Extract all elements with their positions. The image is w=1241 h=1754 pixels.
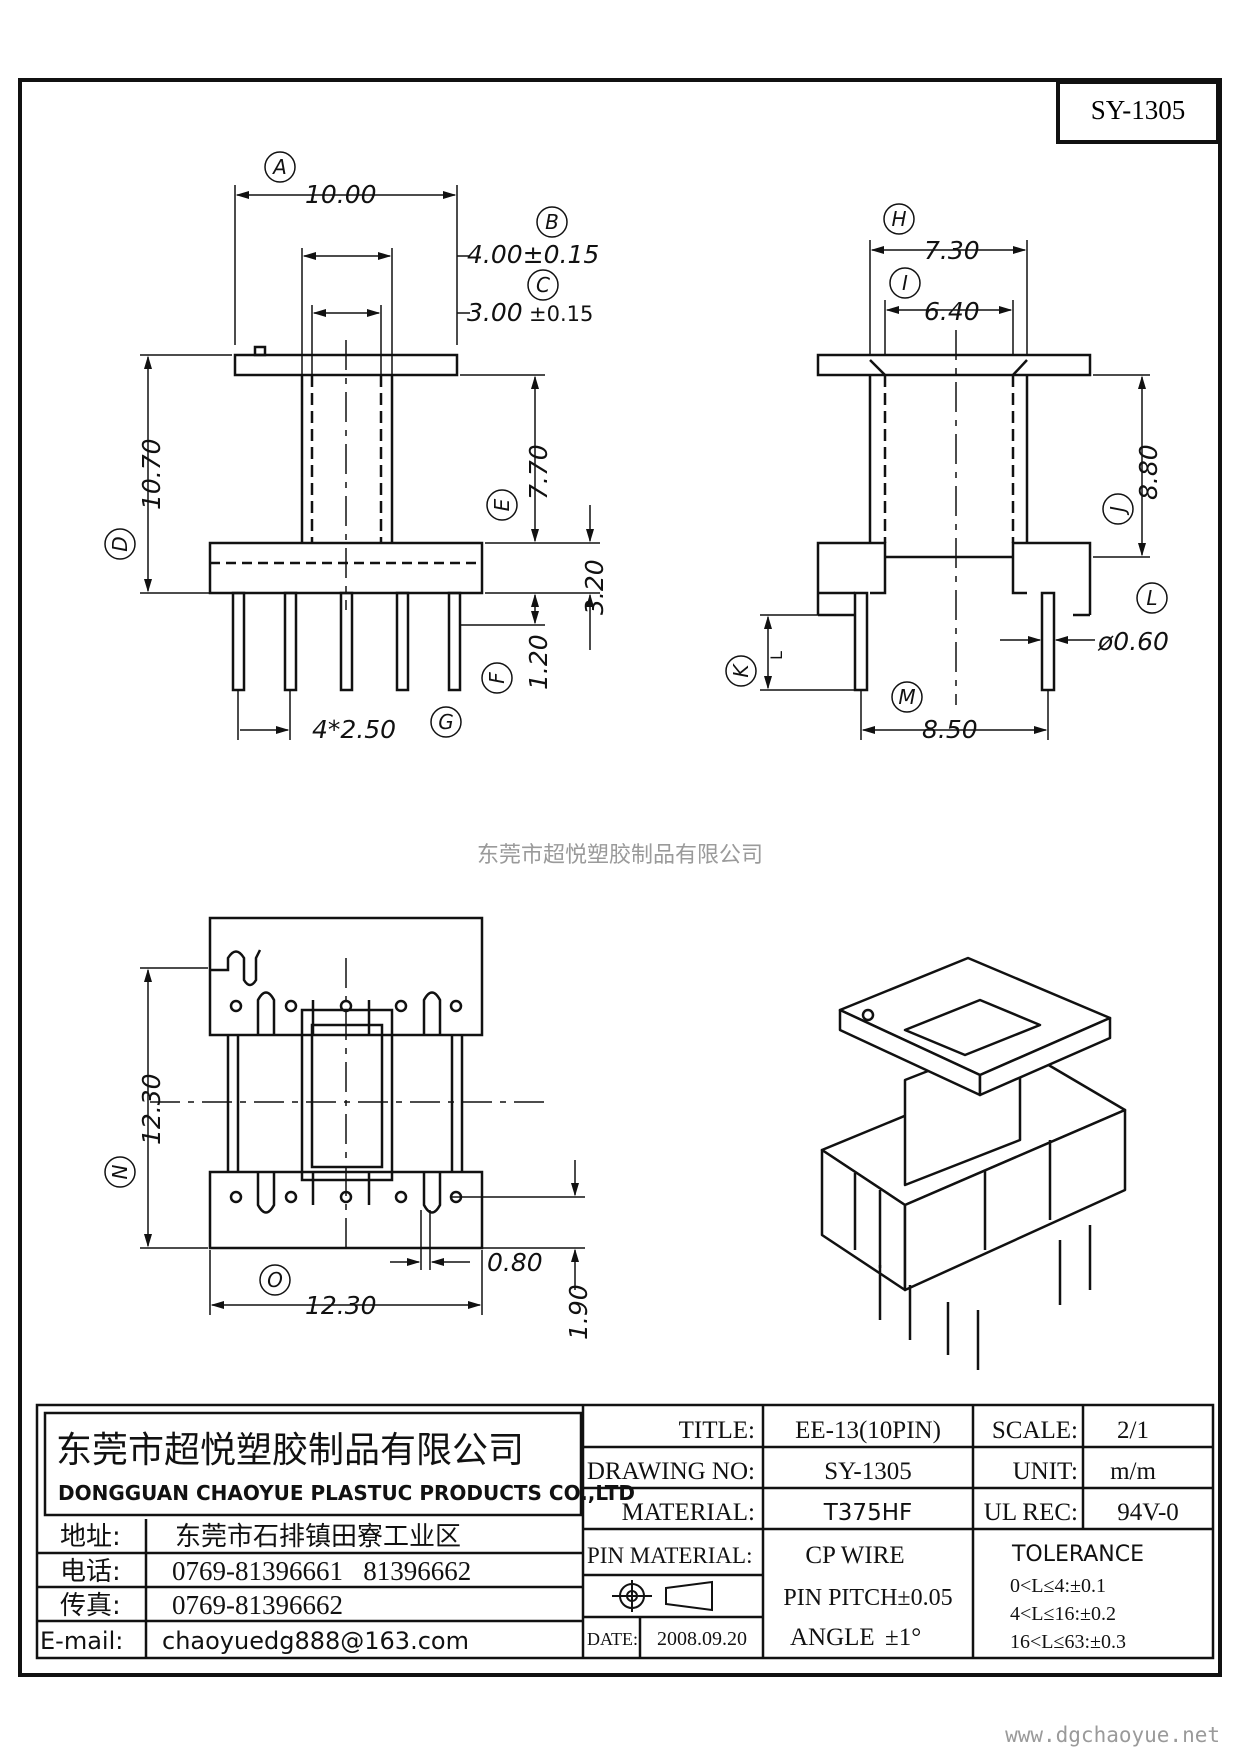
drawing-code: SY-1305: [1091, 95, 1186, 125]
dim-l-value: ø0.60: [1097, 627, 1169, 656]
dim-n-value: 12.30: [137, 1073, 166, 1145]
tol-2: 4<L≤16:±0.2: [1010, 1603, 1116, 1625]
callout-f: F: [485, 672, 509, 684]
code-box: [1056, 80, 1220, 144]
tolerance-label: TOLERANCE: [1011, 1542, 1144, 1567]
callout-h: H: [891, 207, 906, 231]
side-callouts: [725, 203, 1168, 713]
company-en: DONGGUAN CHAOYUE PLASTUC PRODUCTS CO.,LT…: [58, 1481, 635, 1505]
callout-g: G: [438, 710, 454, 734]
side-dim-texts: 7.30 6.40 ø0.60 8.50 8.80 L: [767, 236, 1169, 744]
front-callouts: [104, 151, 568, 738]
date-label: DATE:: [587, 1629, 638, 1649]
bottom-callouts: [104, 1156, 291, 1296]
phone-value: 0769-81396661 81396662: [172, 1556, 471, 1586]
angle-value: ±1°: [885, 1624, 921, 1651]
title-value: EE-13(10PIN): [795, 1417, 941, 1444]
dim-190-value: 1.90: [564, 1284, 593, 1340]
dim-b-value: 4.00±0.15: [467, 240, 599, 269]
scale-label: SCALE:: [992, 1417, 1078, 1444]
title-label: TITLE:: [679, 1417, 755, 1444]
pin-pitch: PIN PITCH±0.05: [783, 1585, 952, 1611]
callout-m: M: [898, 685, 915, 709]
material-value: T375HF: [823, 1500, 912, 1526]
email-value: chaoyuedg888@163.com: [162, 1627, 469, 1655]
ul-value: 94V-0: [1117, 1499, 1179, 1526]
dim-m-value: 8.50: [922, 715, 978, 744]
callout-d: D: [108, 536, 132, 551]
callout-e: E: [490, 498, 514, 511]
drawing-no-value: SY-1305: [824, 1458, 912, 1485]
bottom-dim-texts: 12.30 12.30 0.80 1.90: [137, 1073, 593, 1340]
dim-32-value: 3.20: [580, 559, 609, 615]
dim-h-value: 7.30: [924, 236, 980, 265]
dim-k-small: L: [767, 651, 786, 660]
drawing-no-label: DRAWING NO:: [587, 1458, 755, 1485]
callout-b: B: [545, 210, 559, 234]
angle-label: ANGLE: [790, 1624, 875, 1651]
date-value: 2008.09.20: [657, 1628, 747, 1650]
unit-value: m/m: [1110, 1458, 1156, 1485]
front-dim-lines: [140, 185, 600, 740]
callout-n: N: [108, 1164, 132, 1179]
tol-3: 16<L≤63:±0.3: [1010, 1631, 1126, 1653]
pin-material-value: CP WIRE: [805, 1542, 904, 1569]
bottom-dim-lines: [140, 967, 585, 1315]
callout-c: C: [536, 273, 550, 297]
dim-e-value: 7.70: [524, 444, 553, 500]
bottom-callout-letters: N O: [108, 1164, 283, 1292]
callout-i: I: [902, 271, 908, 295]
tol-1: 0<L≤4:±0.1: [1010, 1575, 1106, 1597]
dim-a-value: 10.00: [305, 180, 377, 209]
ul-label: UL REC:: [984, 1499, 1078, 1526]
outer-frame: [18, 78, 1222, 1677]
dim-f-value: 1.20: [524, 634, 553, 690]
side-dim-lines: [760, 240, 1150, 740]
fax-value: 0769-81396662: [172, 1590, 343, 1620]
company-cn: 东莞市超悦塑胶制品有限公司: [56, 1430, 524, 1471]
fax-label: 传真:: [60, 1591, 121, 1621]
isometric-view: [820, 956, 1127, 1370]
title-block-grid: [35, 1403, 1215, 1660]
dim-i-value: 6.40: [924, 297, 980, 326]
title-block-text: 东莞市超悦塑胶制品有限公司 DONGGUAN CHAOYUE PLASTUC P…: [40, 1417, 1179, 1655]
scale-value: 2/1: [1117, 1417, 1149, 1444]
front-dim-texts: 10.00 4.00±0.15 3.00 ±0.15 4*2.50 10.70 …: [137, 180, 609, 744]
unit-label: UNIT:: [1013, 1458, 1078, 1485]
dim-o-value: 12.30: [305, 1291, 377, 1320]
dim-j-value: 8.80: [1134, 444, 1163, 500]
website: www.dgchaoyue.net: [1005, 1723, 1220, 1747]
callout-l: L: [1146, 586, 1157, 610]
material-label: MATERIAL:: [622, 1499, 755, 1526]
callout-o: O: [267, 1268, 283, 1292]
watermark: 东莞市超悦塑胶制品有限公司: [477, 843, 763, 868]
callout-a: A: [271, 155, 287, 179]
callout-k: K: [729, 663, 753, 678]
pin-material-label: PIN MATERIAL:: [587, 1543, 752, 1568]
bottom-view: [150, 916, 550, 1250]
email-label: E-mail:: [40, 1627, 123, 1655]
dim-c-value: 3.00: [467, 298, 523, 327]
projection-symbol-icon: [612, 1580, 713, 1612]
dim-slot-value: 0.80: [487, 1248, 543, 1277]
address-value: 东莞市石排镇田寮工业区: [175, 1522, 461, 1552]
address-label: 地址:: [60, 1522, 121, 1552]
dim-c-tol: ±0.15: [529, 302, 593, 326]
phone-label: 电话:: [60, 1557, 121, 1587]
front-view: [208, 340, 484, 692]
side-view: [816, 330, 1092, 705]
dim-g-value: 4*2.50: [312, 715, 396, 744]
side-callout-letters: H I J L K M: [729, 207, 1158, 709]
front-callout-letters: A B C D E F G: [108, 155, 559, 734]
dim-d-value: 10.70: [137, 438, 166, 510]
callout-j: J: [1106, 506, 1130, 516]
